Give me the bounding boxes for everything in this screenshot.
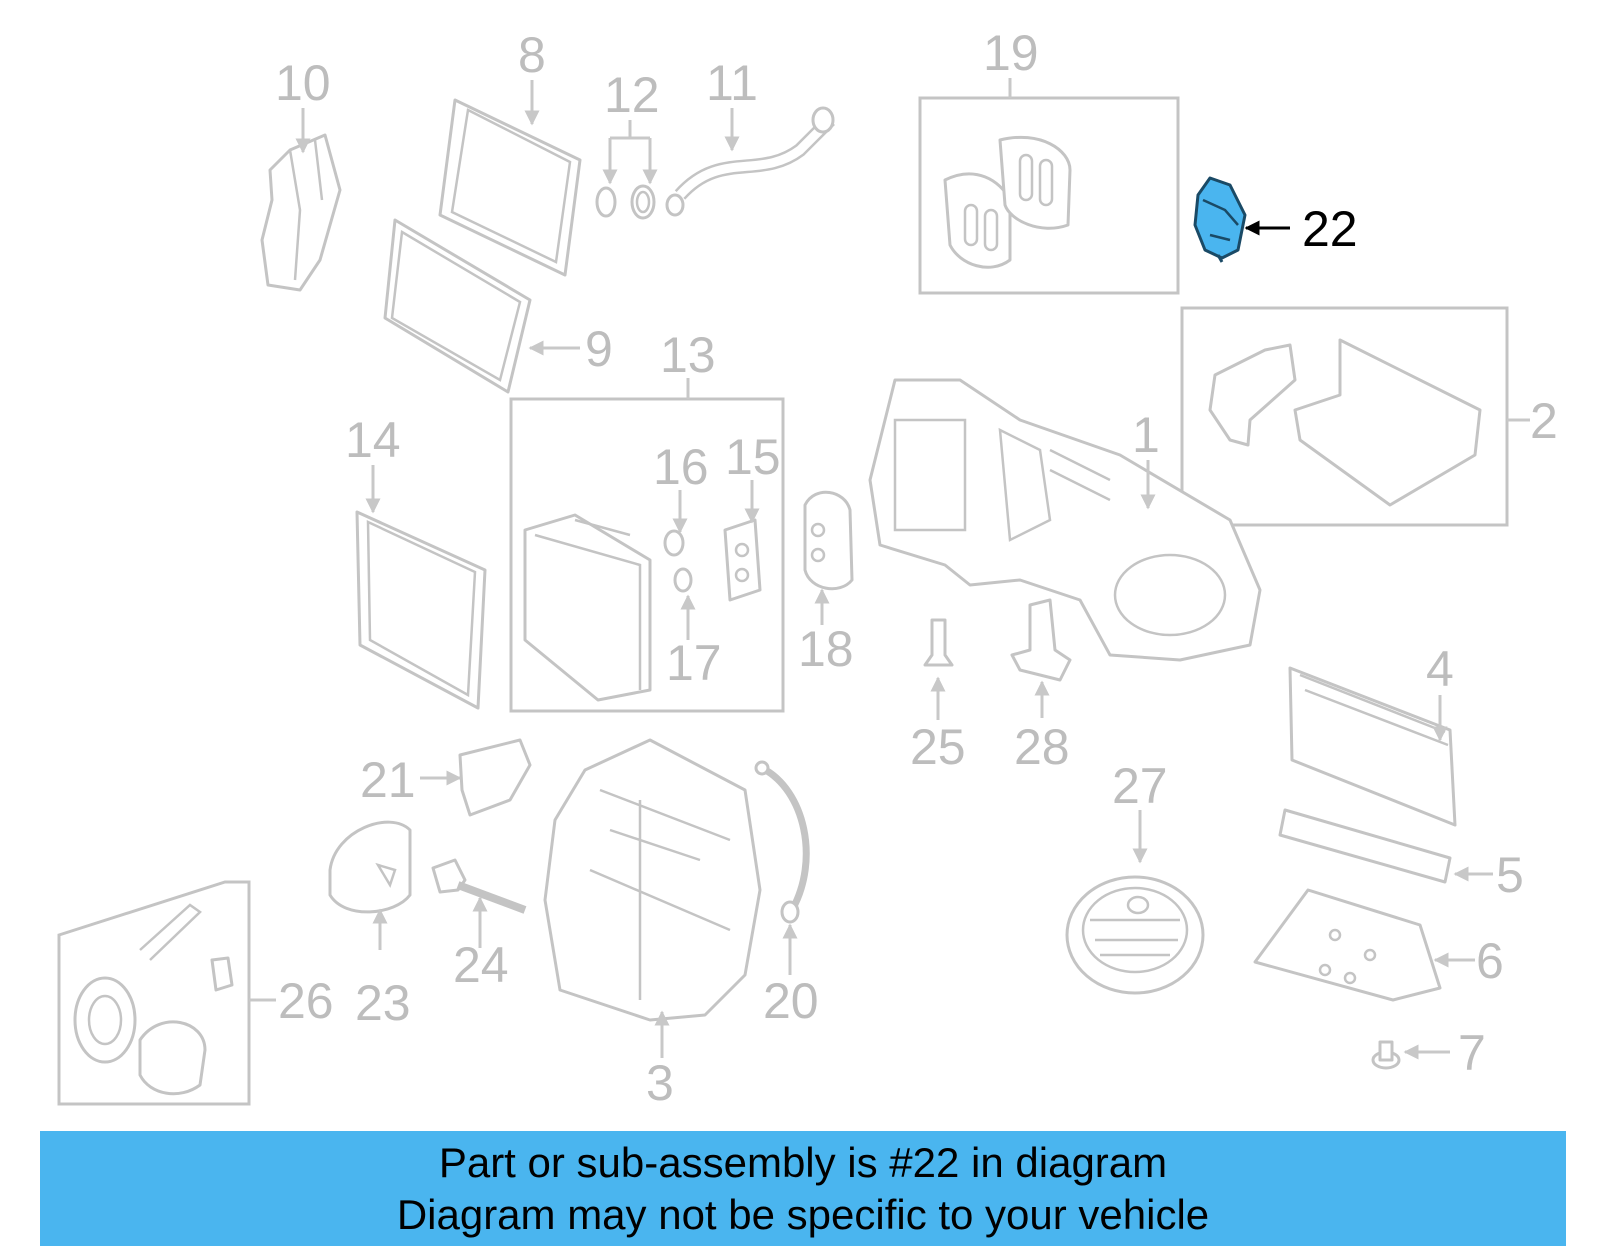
callout-6: 6	[1476, 933, 1504, 989]
callout-4: 4	[1426, 641, 1454, 697]
part-19-seals[interactable]	[918, 96, 1180, 295]
part-10-bracket[interactable]	[260, 133, 342, 292]
banner-line-2: Diagram may not be specific to your vehi…	[396, 1191, 1210, 1238]
part-28-resistor[interactable]	[1010, 598, 1072, 682]
part-8-heater-core[interactable]	[438, 98, 582, 277]
part-14-filter[interactable]	[355, 510, 487, 710]
part-25-fastener[interactable]	[923, 618, 954, 667]
part-26-mode-actuator-kit[interactable]	[57, 880, 251, 1106]
callout-17: 17	[666, 635, 722, 691]
part-22-actuator[interactable]	[1193, 176, 1247, 263]
callout-26: 26	[278, 973, 334, 1029]
part-24-sensor[interactable]	[431, 858, 527, 914]
part-20-drain-tube[interactable]	[754, 760, 810, 924]
callout-24: 24	[453, 937, 509, 993]
callout-22: 22	[1302, 201, 1358, 257]
part-5-seal[interactable]	[1278, 808, 1452, 884]
callout-3: 3	[646, 1055, 674, 1111]
banner-line-1: Part or sub-assembly is #22 in diagram	[438, 1139, 1168, 1186]
callout-5: 5	[1496, 847, 1524, 903]
callout-19: 19	[983, 25, 1039, 81]
part-6-cover-plate[interactable]	[1253, 888, 1442, 1002]
part-18-block[interactable]	[803, 490, 854, 591]
part-21-actuator[interactable]	[458, 738, 532, 817]
callout-16: 16	[653, 439, 709, 495]
callout-27: 27	[1112, 758, 1168, 814]
callout-8: 8	[518, 27, 546, 83]
callout-25: 25	[910, 719, 966, 775]
part-9-core[interactable]	[383, 218, 532, 394]
callout-7: 7	[1458, 1025, 1486, 1081]
callout-21: 21	[360, 752, 416, 808]
leader-lines	[249, 78, 1530, 1060]
callout-1: 1	[1132, 407, 1160, 463]
callout-2: 2	[1530, 393, 1558, 449]
callout-11: 11	[706, 55, 758, 111]
part-3-housing[interactable]	[543, 738, 762, 1022]
callout-9: 9	[585, 321, 613, 377]
callout-28: 28	[1014, 719, 1070, 775]
part-27-blower-motor[interactable]	[1065, 875, 1205, 995]
part-12-o-rings[interactable]	[595, 184, 656, 220]
callout-23: 23	[355, 975, 411, 1031]
info-banner: Part or sub-assembly is #22 in diagram D…	[40, 1131, 1566, 1246]
part-23-motor[interactable]	[328, 820, 412, 914]
callout-20: 20	[763, 973, 819, 1029]
part-7-screw[interactable]	[1371, 1040, 1401, 1070]
callout-labels: 10 8 12 11 19 22 9 13 2 1 14 16 15 17 18…	[275, 25, 1558, 1111]
part-1-hvac-housing[interactable]	[868, 378, 1262, 662]
callout-12: 12	[604, 67, 660, 123]
callout-10: 10	[275, 55, 331, 111]
callout-13: 13	[660, 327, 716, 383]
callout-15: 15	[725, 429, 781, 485]
callout-18: 18	[798, 621, 854, 677]
part-2-housing-cover[interactable]	[1180, 306, 1509, 527]
part-4-cabin-filter[interactable]	[1288, 666, 1457, 827]
callout-14: 14	[345, 412, 401, 468]
part-13-evaporator-kit[interactable]	[509, 397, 785, 713]
part-11-hoses[interactable]	[665, 106, 835, 217]
